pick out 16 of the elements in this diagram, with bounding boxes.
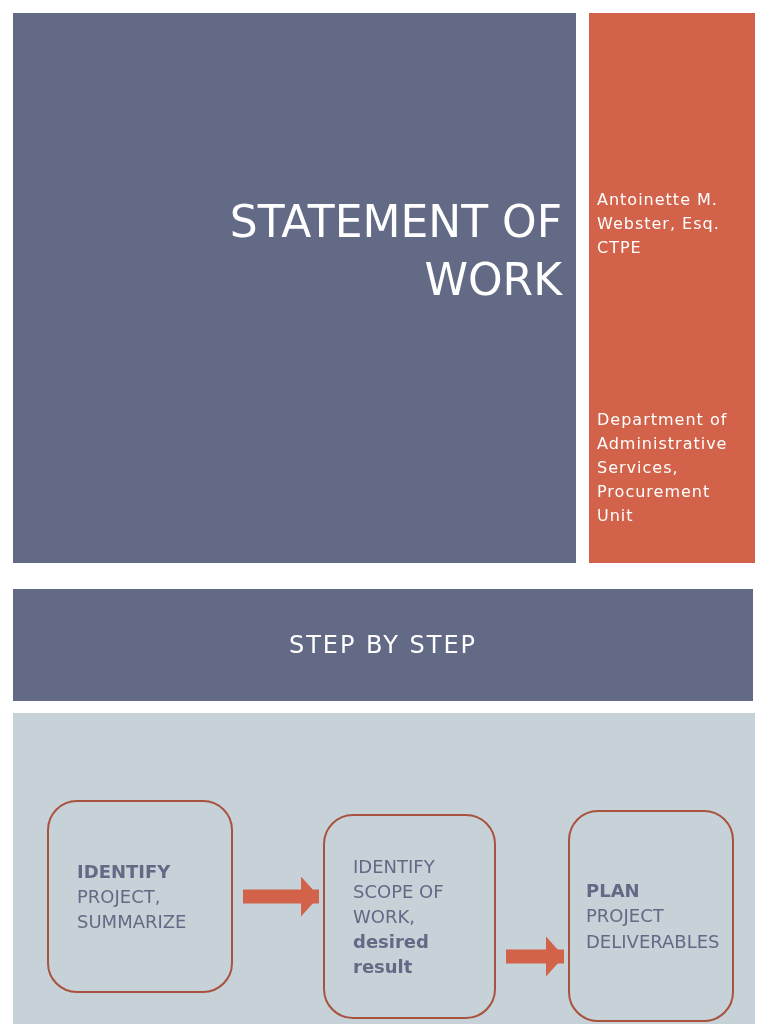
step-text: IDENTIFY SCOPE OF WORK, desired result <box>353 854 445 980</box>
step-box <box>568 810 734 1022</box>
block-arrow <box>243 876 319 917</box>
step-box <box>323 814 496 1019</box>
title-text: STATEMENT OF WORK <box>228 195 562 307</box>
content-panel <box>13 713 755 1024</box>
banner-text: STEP BY STEP <box>288 631 478 659</box>
step-box <box>47 800 233 993</box>
author-name: Antoinette M. Webster, Esq. CTPE <box>597 189 721 259</box>
organization-name: Department of Administrative Services, Procurement Unit <box>597 409 729 527</box>
step-text: PLAN PROJECT DELIVERABLES <box>586 879 721 954</box>
title-panel <box>13 13 576 563</box>
author-panel <box>589 13 755 563</box>
section-banner <box>13 589 753 701</box>
step-text: IDENTIFY PROJECT, SUMMARIZE <box>77 859 188 935</box>
block-arrow <box>506 936 564 977</box>
